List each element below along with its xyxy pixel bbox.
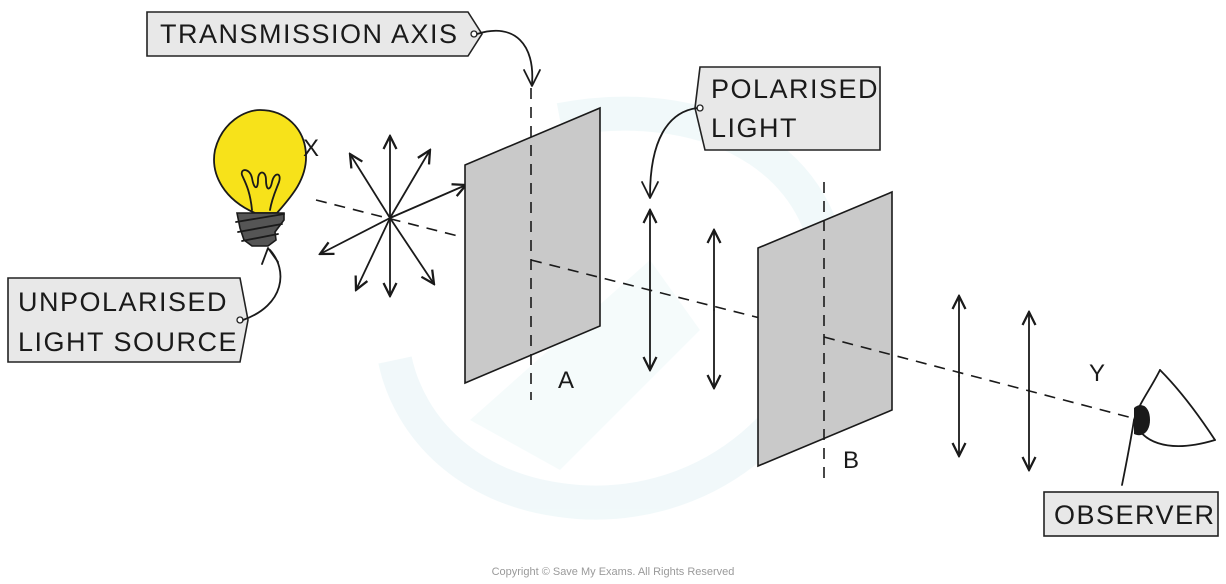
point-x-label: X [303, 135, 319, 162]
light-bulb-icon [213, 109, 307, 247]
unpolarised-text-2: LIGHT SOURCE [18, 327, 238, 357]
beam-axis-segment-3 [823, 336, 1141, 421]
filter-b-label: B [843, 447, 859, 474]
beam-axis-segment-2 [530, 259, 761, 319]
observer-text: OBSERVER [1054, 500, 1216, 530]
polarised-light-text-1: POLARISED [711, 74, 879, 104]
polarised-vibration-arrows-1 [650, 210, 714, 388]
polarised-light-label: POLARISED LIGHT [641, 66, 881, 199]
polarised-vibration-arrows-2 [959, 296, 1029, 470]
beam-axis-segment-1 [315, 199, 463, 238]
point-y-label: Y [1089, 360, 1105, 387]
filter-a-label: A [558, 367, 574, 394]
eye-icon [1121, 369, 1216, 486]
copyright-text: Copyright © Save My Exams. All Rights Re… [492, 566, 735, 578]
unpolarised-vibration-arrows [320, 136, 466, 296]
observer-label: OBSERVER [1043, 491, 1219, 537]
transmission-axis-text: TRANSMISSION AXIS [160, 19, 459, 49]
polarised-light-text-2: LIGHT [711, 113, 798, 143]
polarising-filter-a [464, 88, 761, 400]
polarising-filter-b [757, 182, 1141, 478]
unpolarised-light-source-label: UNPOLARISED LIGHT SOURCE [7, 247, 282, 363]
unpolarised-text-1: UNPOLARISED [18, 287, 228, 317]
transmission-axis-label: TRANSMISSION AXIS [146, 11, 541, 87]
